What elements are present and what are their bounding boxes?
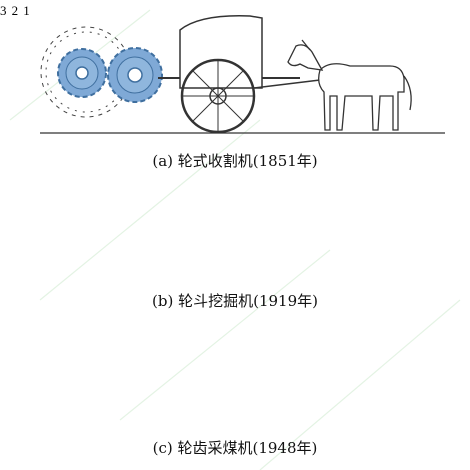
caption-a: (a) 轮式收割机(1851年) [152, 152, 318, 170]
callout-1: 1 [23, 3, 30, 18]
caption-c: (c) 轮齿采煤机(1948年) [152, 439, 318, 457]
horse [287, 39, 412, 131]
panel-a-harvester [40, 15, 445, 134]
callout-3: 3 [0, 3, 7, 18]
callout-2: 2 [11, 3, 19, 18]
gear-right [107, 47, 163, 103]
cart-wheel [180, 58, 256, 134]
gear-left [57, 48, 107, 98]
caption-b: (b) 轮斗挖掘机(1919年) [152, 292, 318, 310]
panel-b-bucket-wheel-excavator: 3 2 1 [0, 0, 30, 19]
